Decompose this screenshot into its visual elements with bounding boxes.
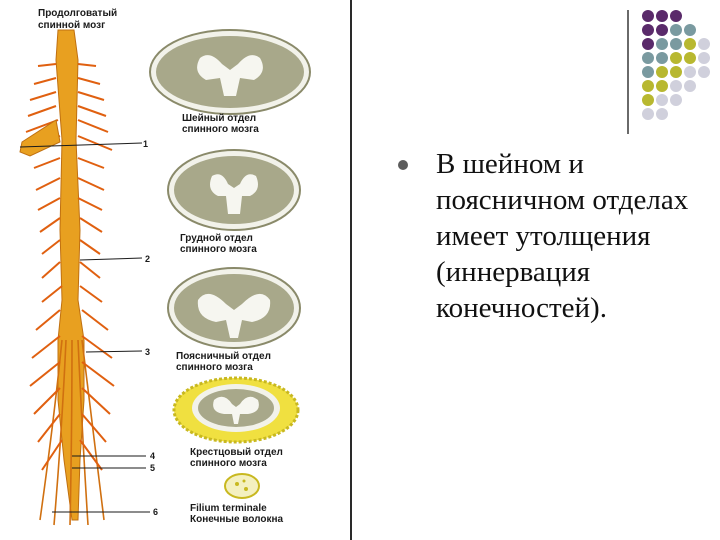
lumbar-label-line2: спинного мозга xyxy=(176,362,253,373)
decor-dot xyxy=(656,108,668,120)
decor-dot xyxy=(698,66,710,78)
spinal-cord-illustration: 1 2 3 4 5 6 Продолговатый спинной мозг Ш… xyxy=(0,0,352,540)
marker-5: 5 xyxy=(150,463,155,473)
decor-dot xyxy=(642,80,654,92)
sacral-label-line1: Крестцовый отдел xyxy=(190,447,283,458)
marker-2: 2 xyxy=(145,254,150,264)
decor-dot xyxy=(642,24,654,36)
decor-dot xyxy=(670,94,682,106)
decor-dot xyxy=(656,24,668,36)
decor-dot xyxy=(656,80,668,92)
filum-terminale-section xyxy=(224,473,260,499)
sacral-label-line2: спинного мозга xyxy=(190,458,267,469)
thoracic-label-line1: Грудной отдел xyxy=(180,233,253,244)
sacral-section xyxy=(172,376,300,444)
decor-dot xyxy=(670,10,682,22)
bullet-list: В шейном и поясничном отделах имеет утол… xyxy=(398,146,698,326)
decor-dot xyxy=(642,10,654,22)
decor-dot xyxy=(698,52,710,64)
bullet-dot-icon xyxy=(398,160,408,170)
decor-dot xyxy=(642,108,654,120)
thoracic-section xyxy=(167,149,301,231)
marker-6: 6 xyxy=(153,507,158,517)
decor-dot xyxy=(642,66,654,78)
filum-label-line2: Конечные волокна xyxy=(190,514,284,525)
marker-4: 4 xyxy=(150,451,155,461)
decor-dot xyxy=(684,52,696,64)
decor-dot xyxy=(684,66,696,78)
spinal-nerves xyxy=(21,63,115,471)
decor-dot xyxy=(670,24,682,36)
spinal-cord-figure: 1 2 3 4 5 6 Продолговатый спинной мозг Ш… xyxy=(0,0,352,540)
decor-dot xyxy=(670,52,682,64)
bullet-text: В шейном и поясничном отделах имеет утол… xyxy=(436,148,689,324)
decor-dot xyxy=(684,80,696,92)
decor-dot xyxy=(656,52,668,64)
lumbar-label-line1: Поясничный отдел xyxy=(176,351,271,362)
decor-dot xyxy=(670,80,682,92)
thoracic-label-line2: спинного мозга xyxy=(180,244,257,255)
decor-dot xyxy=(684,24,696,36)
marker-3: 3 xyxy=(145,347,150,357)
decor-vertical-line xyxy=(627,10,629,134)
decor-dot xyxy=(670,38,682,50)
medulla-label-line2: спинной мозг xyxy=(38,20,105,31)
decor-dot xyxy=(656,66,668,78)
decor-dot xyxy=(656,38,668,50)
decor-dot xyxy=(684,38,696,50)
pointer-lines xyxy=(19,142,150,513)
medulla-label-line1: Продолговатый xyxy=(38,8,117,19)
decor-dot xyxy=(656,10,668,22)
cervical-label-line2: спинного мозга xyxy=(182,124,259,135)
decor-dot xyxy=(642,52,654,64)
marker-1: 1 xyxy=(143,139,148,149)
decor-dot xyxy=(698,38,710,50)
lumbar-section xyxy=(167,267,301,349)
decor-dot xyxy=(670,66,682,78)
decor-dot xyxy=(642,38,654,50)
cervical-label-line1: Шейный отдел xyxy=(182,113,256,124)
decor-dot xyxy=(656,94,668,106)
cervical-section xyxy=(149,29,311,115)
decor-dot xyxy=(642,94,654,106)
filum-label-line1: Filium terminale xyxy=(190,503,267,514)
